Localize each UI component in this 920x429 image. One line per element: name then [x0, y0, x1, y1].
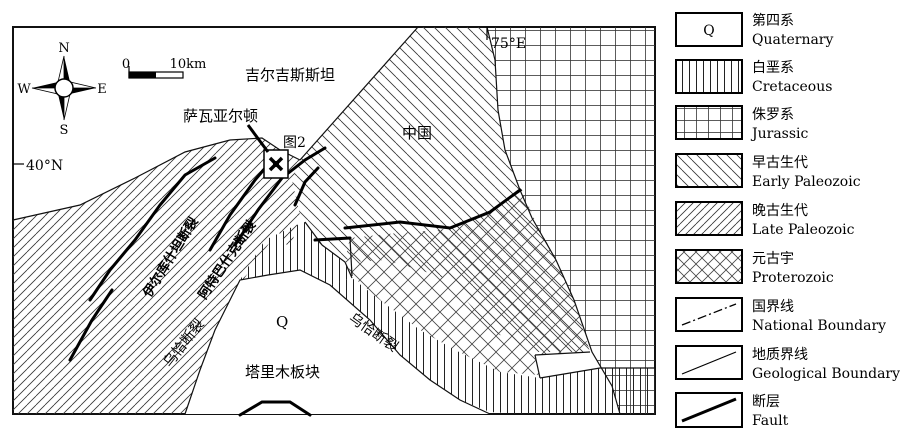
legend-swatch-late-paleozoic — [675, 201, 743, 236]
legend-en-quaternary: Quaternary — [752, 32, 834, 48]
legend-zh-geological-boundary: 地质界线 — [752, 347, 808, 363]
legend-swatch-geological-boundary — [675, 345, 743, 380]
legend-en-fault: Fault — [752, 413, 789, 429]
unit-quaternary — [185, 270, 490, 414]
scale-bar — [128, 66, 184, 79]
label-sawayaerdun: 萨瓦亚尔顿 — [183, 107, 258, 125]
compass-w: W — [17, 82, 31, 97]
label-quaternary: Q — [276, 313, 288, 331]
compass-n: N — [58, 41, 69, 56]
label-china: 中国 — [402, 124, 432, 142]
legend-swatch-national-boundary — [675, 297, 743, 332]
geological-boundaries — [12, 26, 655, 415]
legend-swatch-proterozoic — [675, 249, 743, 284]
legend-en-geological-boundary: Geological Boundary — [752, 366, 900, 382]
svg-text:Q: Q — [703, 23, 714, 39]
label-lat: 40°N — [26, 158, 63, 174]
legend-en-national-boundary: National Boundary — [752, 318, 886, 334]
legend-swatch-jurassic — [675, 105, 743, 140]
compass-e: E — [97, 82, 107, 97]
legend-swatch-early-paleozoic — [675, 153, 743, 188]
scale-zero: 0 — [122, 57, 130, 72]
unit-proterozoic — [345, 190, 590, 375]
label-kyrgyzstan: 吉尔吉斯斯坦 — [245, 66, 335, 84]
legend-zh-proterozoic: 元古宇 — [752, 251, 794, 267]
legend-zh-national-boundary: 国界线 — [752, 299, 794, 315]
label-tarim-block: 塔里木板块 — [245, 363, 320, 381]
unit-late-paleozoic-west — [13, 138, 300, 414]
legend-zh-fault: 断层 — [752, 394, 780, 410]
legend-zh-jurassic: 侏罗系 — [752, 107, 794, 123]
legend-en-early-paleozoic: Early Paleozoic — [752, 174, 861, 190]
unit-cretaceous-south — [330, 278, 655, 414]
label-fig2: 图2 — [283, 135, 306, 151]
legend-en-late-paleozoic: Late Paleozoic — [752, 222, 855, 238]
label-lon: 75°E — [491, 36, 526, 52]
compass-rose-icon — [31, 55, 97, 121]
legend-swatch-cretaceous — [675, 59, 743, 94]
legend-zh-late-paleozoic: 晚古生代 — [752, 203, 808, 219]
legend-zh-quaternary: 第四系 — [752, 12, 794, 29]
map-legend: Q 第四系 Quaternary 白垩系 Cretaceous 侏罗系 Jura… — [675, 12, 900, 429]
leader-line — [246, 124, 270, 153]
scale-ten: 10km — [170, 57, 207, 72]
legend-en-cretaceous: Cretaceous — [752, 79, 832, 95]
legend-en-proterozoic: Proterozoic — [752, 270, 834, 286]
legend-zh-cretaceous: 白垩系 — [752, 60, 794, 76]
unit-jurassic-east — [487, 27, 655, 414]
legend-en-jurassic: Jurassic — [750, 126, 809, 142]
legend-swatch-quaternary: Q — [675, 12, 743, 47]
geological-map: N S E W 0 10km 吉尔吉斯斯坦 中国 萨瓦亚尔顿 图2 40°N 7… — [12, 26, 656, 417]
legend-swatch-fault — [675, 392, 743, 428]
legend-zh-early-paleozoic: 早古生代 — [752, 155, 808, 171]
unit-cretaceous-center — [240, 222, 352, 285]
compass-s: S — [60, 123, 69, 138]
